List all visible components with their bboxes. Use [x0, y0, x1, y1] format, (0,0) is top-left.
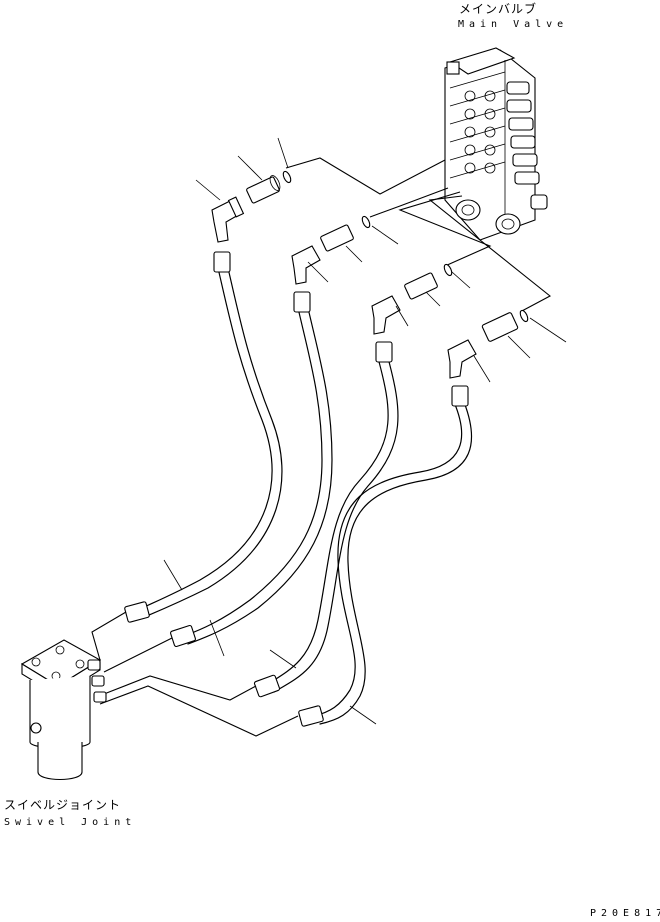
hose-icon [124, 251, 473, 727]
o-ring-icon [443, 263, 453, 277]
connection-leaders [285, 157, 551, 313]
fitting-set-1 [195, 137, 292, 243]
swivel-joint-label-jp: スイベルジョイント [4, 798, 122, 812]
swivel-joint-label-en: Swivel Joint [4, 817, 137, 828]
main-valve-icon [444, 47, 548, 241]
main-valve-label-jp: メインバルブ [459, 2, 538, 16]
o-ring-icon [282, 170, 292, 184]
elbow-fitting-icon [291, 245, 321, 285]
swivel-joint-icon [20, 639, 107, 781]
connector-fitting-icon [404, 272, 438, 300]
fitting-set-4 [447, 309, 567, 383]
connector-fitting-icon [246, 175, 281, 204]
elbow-fitting-icon [211, 196, 245, 243]
drawing-code: P20E817 [590, 908, 660, 919]
connector-fitting-icon [481, 312, 519, 342]
main-valve-label-en: Main Valve [458, 19, 569, 30]
connector-fitting-icon [320, 224, 354, 252]
hose-callouts [163, 559, 377, 725]
o-ring-icon [519, 309, 529, 323]
swivel-leaders [91, 611, 299, 737]
elbow-fitting-icon [447, 339, 477, 379]
fitting-set-3 [371, 263, 471, 335]
elbow-fitting-icon [371, 295, 401, 335]
fitting-set-2 [291, 215, 399, 285]
o-ring-icon [361, 215, 371, 229]
